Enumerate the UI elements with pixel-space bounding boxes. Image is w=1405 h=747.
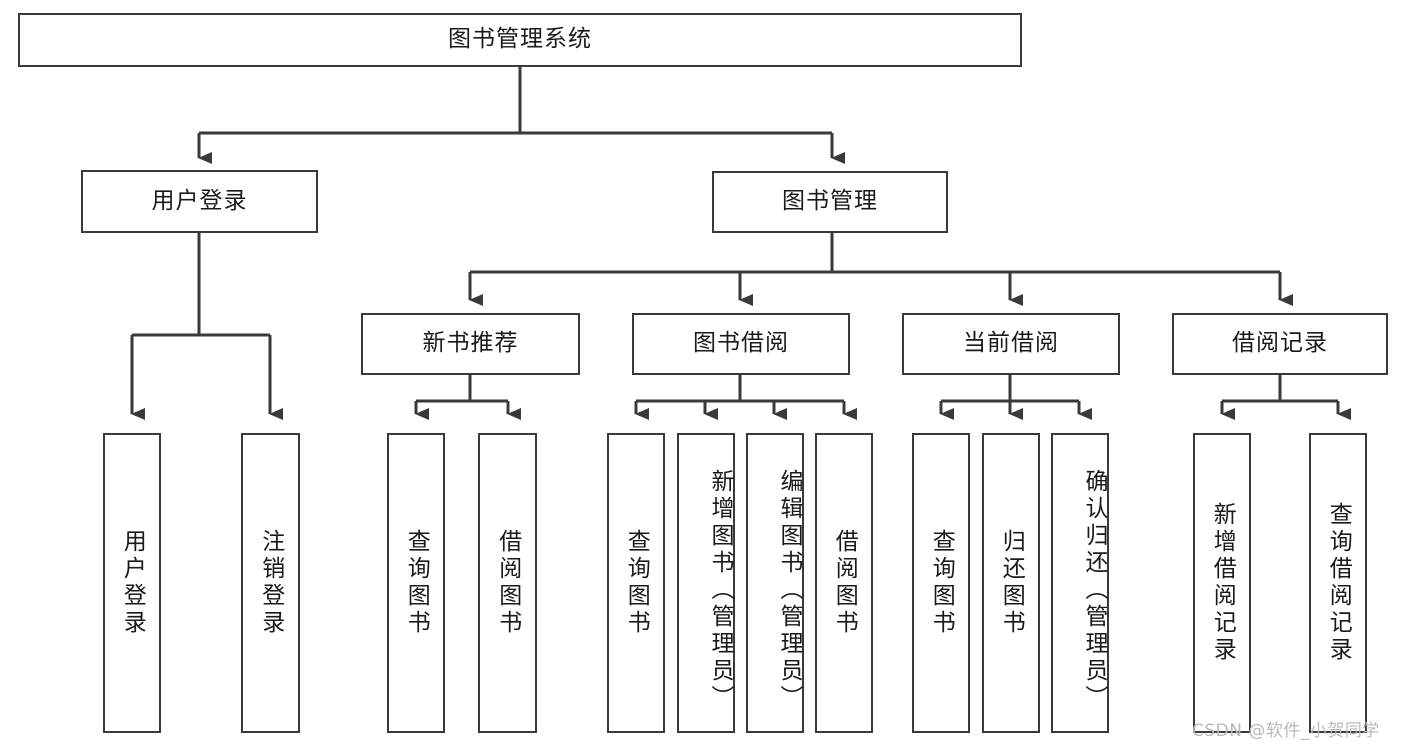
- node-borrow-record[interactable]: 借阅记录: [1172, 313, 1388, 375]
- node-label: 归还图书: [998, 529, 1025, 637]
- node-label: 图书管理系统: [448, 26, 592, 53]
- node-label: 注销登录: [257, 529, 284, 637]
- node-book-management[interactable]: 图书管理: [712, 171, 948, 233]
- node-label: 编辑图书（管理员）: [776, 468, 802, 712]
- leaf-borrow-book[interactable]: 借阅图书: [815, 433, 873, 733]
- node-label: 查询图书: [403, 529, 430, 637]
- node-label: 用户登录: [151, 187, 248, 214]
- node-label: 新书推荐: [422, 330, 519, 357]
- node-label: 图书管理: [782, 188, 878, 215]
- node-label: 查询图书: [623, 529, 650, 637]
- node-label: 当前借阅: [963, 330, 1059, 357]
- node-label: 借阅图书: [494, 529, 521, 637]
- node-new-book-recommend[interactable]: 新书推荐: [361, 313, 580, 375]
- node-label: 新增借阅记录: [1209, 502, 1236, 664]
- leaf-add-book-admin[interactable]: 新增图书（管理员）: [677, 433, 735, 733]
- csdn-watermark: CSDN @软件_小贺同学: [1192, 721, 1380, 741]
- leaf-confirm-return-admin[interactable]: 确认归还（管理员）: [1051, 433, 1109, 733]
- node-label: 借阅记录: [1232, 330, 1328, 357]
- leaf-add-borrow-record[interactable]: 新增借阅记录: [1193, 433, 1251, 733]
- node-label: 用户登录: [119, 529, 146, 637]
- leaf-query-book-borrow[interactable]: 查询图书: [607, 433, 665, 733]
- node-label: 新增图书（管理员）: [707, 468, 733, 712]
- node-user-login[interactable]: 用户登录: [81, 170, 318, 233]
- leaf-query-book-current[interactable]: 查询图书: [912, 433, 970, 733]
- node-current-borrow[interactable]: 当前借阅: [902, 313, 1120, 375]
- leaf-edit-book-admin[interactable]: 编辑图书（管理员）: [746, 433, 804, 733]
- leaf-user-login[interactable]: 用户登录: [103, 433, 161, 733]
- leaf-query-book-recommend[interactable]: 查询图书: [387, 433, 445, 733]
- leaf-borrow-book-recommend[interactable]: 借阅图书: [478, 433, 537, 733]
- leaf-query-borrow-record[interactable]: 查询借阅记录: [1309, 433, 1367, 733]
- leaf-logout[interactable]: 注销登录: [241, 433, 300, 733]
- node-book-borrow[interactable]: 图书借阅: [632, 313, 850, 375]
- node-label: 借阅图书: [831, 529, 858, 637]
- node-label: 查询图书: [928, 529, 955, 637]
- node-label: 图书借阅: [693, 330, 789, 357]
- node-label: 确认归还（管理员）: [1081, 468, 1107, 712]
- leaf-return-book[interactable]: 归还图书: [982, 433, 1040, 733]
- node-root-system[interactable]: 图书管理系统: [18, 13, 1022, 67]
- node-label: 查询借阅记录: [1325, 502, 1352, 664]
